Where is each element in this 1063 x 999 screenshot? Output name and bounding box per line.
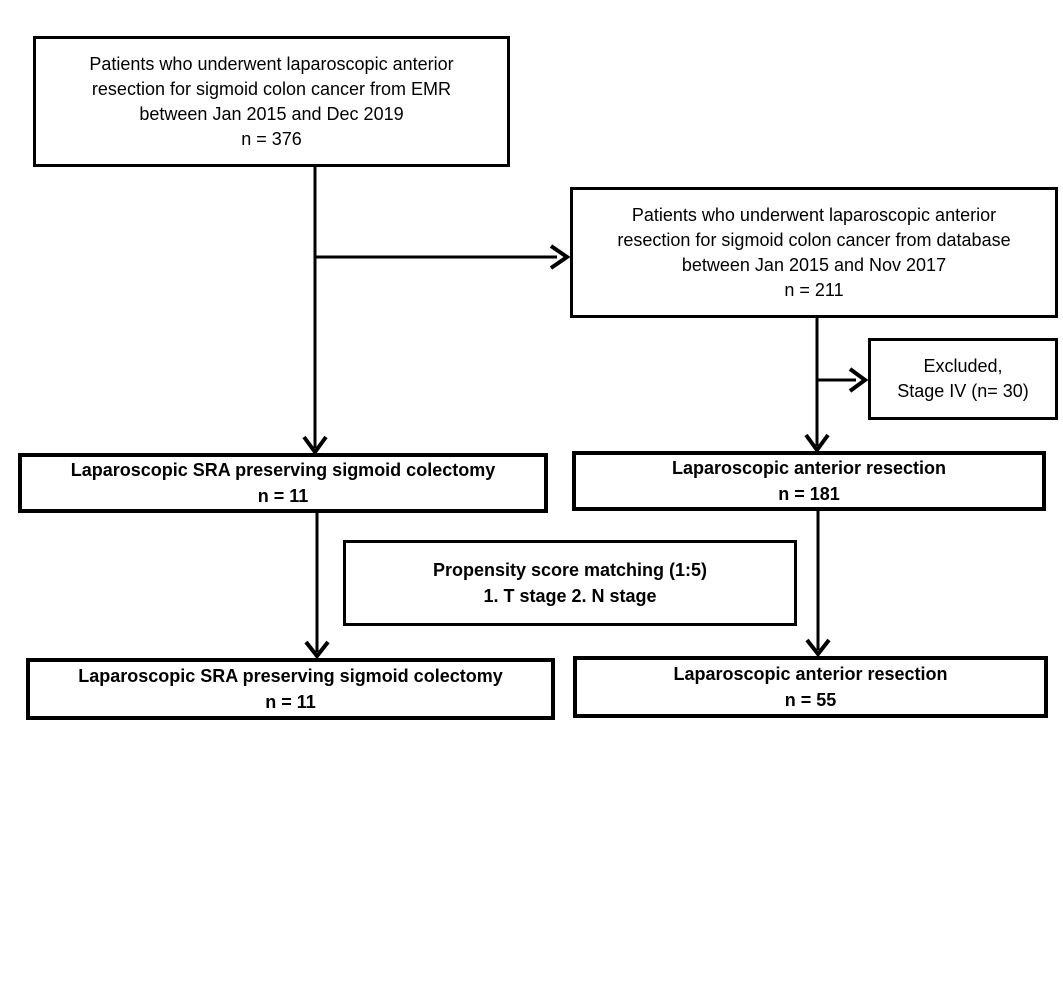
anterior-resection-box: Laparoscopic anterior resection n = 181 (572, 451, 1046, 511)
excluded-stage-iv-box: Excluded, Stage IV (n= 30) (868, 338, 1058, 420)
sra-colectomy-box: Laparoscopic SRA preserving sigmoid cole… (18, 453, 548, 513)
arrow-emr-to-database (315, 244, 571, 270)
propensity-matching-box: Propensity score matching (1:5) 1. T sta… (343, 540, 797, 626)
arrow-sra-to-sra-matched (304, 513, 330, 660)
database-patients-box: Patients who underwent laparoscopic ante… (570, 187, 1058, 318)
anterior-resection-matched-box: Laparoscopic anterior resection n = 55 (573, 656, 1048, 718)
arrow-database-to-lar (804, 318, 830, 454)
sra-colectomy-matched-box: Laparoscopic SRA preserving sigmoid cole… (26, 658, 555, 720)
arrow-lar-to-lar-matched (805, 511, 831, 658)
arrow-emr-to-sra (302, 167, 328, 456)
arrow-database-to-excluded (817, 367, 869, 393)
emr-patients-box: Patients who underwent laparoscopic ante… (33, 36, 510, 167)
